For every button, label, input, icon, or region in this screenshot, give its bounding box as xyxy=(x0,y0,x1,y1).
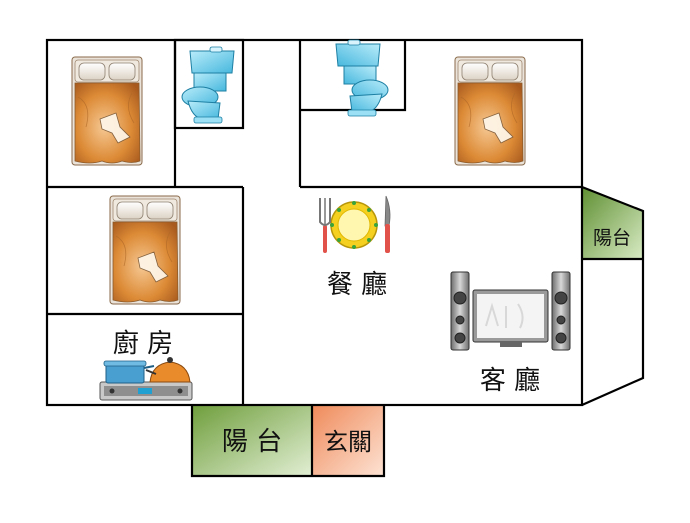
balcony-bottom-fill xyxy=(192,405,312,476)
toilet-icon xyxy=(181,46,235,124)
entrance-fill xyxy=(312,405,384,476)
bed-icon xyxy=(454,56,526,166)
room-label-living: 客 廳 xyxy=(480,366,540,396)
room-label-dining: 餐 廳 xyxy=(327,270,387,300)
room-label-balcony-bottom: 陽 台 xyxy=(222,427,282,457)
room-label-kitchen: 廚 房 xyxy=(113,329,173,359)
dining-plate-icon xyxy=(319,195,391,253)
bed-icon xyxy=(71,56,143,166)
stove-pots-icon xyxy=(99,357,193,401)
bed-icon xyxy=(109,195,181,305)
walls xyxy=(45,38,645,478)
room-label-balcony-right: 陽台 xyxy=(593,227,631,249)
tv-speakers-icon xyxy=(450,271,571,351)
room-label-entrance: 玄關 xyxy=(324,428,372,456)
toilet-icon xyxy=(335,39,389,117)
